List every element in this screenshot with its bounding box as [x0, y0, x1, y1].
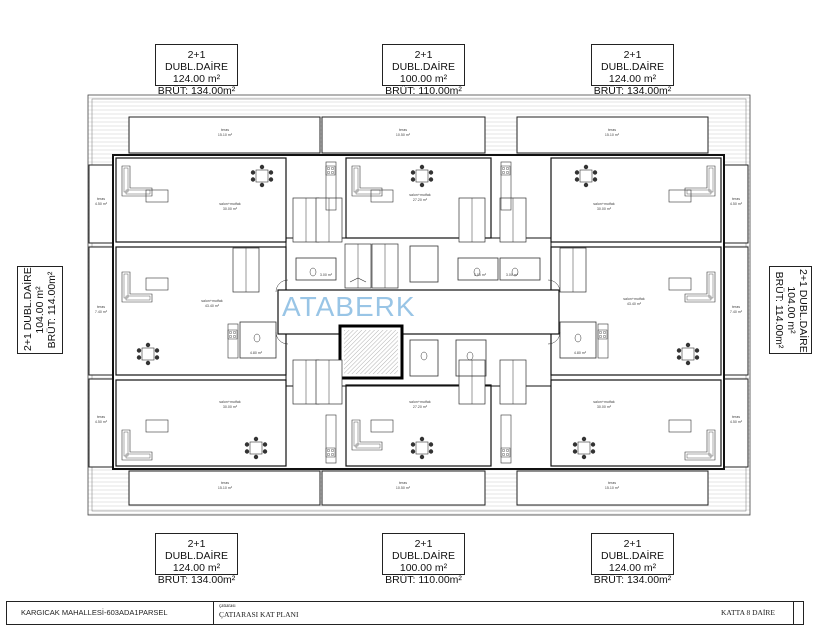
wc-right-area: 3.00 m²	[506, 273, 519, 277]
unit-box-top-right: 2+1 DUBL.DAİRE 124.00 m² BRÜT: 134.00m²	[591, 44, 674, 97]
floor-unit-count: KATTA 8 DAİRE	[721, 608, 775, 617]
salon-bottom-right-area: 30.00 m²	[597, 405, 612, 409]
title-divider	[213, 602, 214, 624]
terrace-bottom-right-area: 15.10 m²	[605, 486, 620, 490]
salon-top-left-area: 30.00 m²	[223, 207, 238, 211]
title-end-divider	[793, 602, 794, 624]
terrace-bottom-left-label: teras	[221, 481, 229, 485]
unit-gross-area: BRÜT: 134.00m²	[157, 85, 236, 97]
side-terrace-left-top-area: 4.50 m²	[95, 202, 108, 206]
terrace-top-left-area: 15.10 m²	[218, 133, 233, 137]
unit-net-area: 124.00 m²	[172, 73, 221, 85]
salon-top-right-label: salon+mutfak	[593, 202, 615, 206]
side-terrace-right-mid-label: teras	[732, 305, 740, 309]
salon-top-right-area: 30.00 m²	[597, 207, 612, 211]
salon-mid-left-label: salon+mutfak	[201, 299, 223, 303]
unit-net-area: 104.00 m²	[784, 286, 797, 334]
unit-box-top-mid: 2+1 DUBL.DAİRE 100.00 m² BRÜT: 110.00m²	[382, 44, 465, 97]
unit-box-bottom-right: 2+1 DUBL.DAİRE 124.00 m² BRÜT: 134.00m²	[591, 533, 674, 586]
wc-left-area: 3.00 m²	[320, 273, 333, 277]
unit-net-area: 104.00 m²	[34, 286, 46, 334]
title-block: KARGICAK MAHALLESİ-603ADA1PARSEL çatıara…	[6, 601, 804, 625]
unit-gross-area: BRÜT: 114.00m²	[46, 271, 58, 349]
unit-name: 2+1 DUBL.DAİRE	[391, 49, 455, 73]
salon-top-left-label: salon+mutfak	[219, 202, 241, 206]
sheet-small-label: çatıarası	[219, 604, 236, 609]
unit-box-bottom-left: 2+1 DUBL.DAİRE 124.00 m² BRÜT: 134.00m²	[155, 533, 238, 586]
salon-top-mid-label: salon+mutfak	[409, 193, 431, 197]
terrace-bottom-mid-area: 10.50 m²	[396, 486, 411, 490]
side-terrace-left-mid-label: teras	[97, 305, 105, 309]
unit-net-area: 124.00 m²	[608, 562, 657, 574]
unit-name: 2+1 DUBL.DAİRE	[164, 538, 228, 562]
unit-box-bottom-mid: 2+1 DUBL.DAİRE 100.00 m² BRÜT: 110.00m²	[382, 533, 465, 586]
terrace-bottom-left-area: 15.10 m²	[218, 486, 233, 490]
salon-bottom-left-area: 30.00 m²	[223, 405, 238, 409]
salon-bottom-mid-area: 27.20 m²	[413, 405, 428, 409]
side-terrace-right-mid-area: 7.40 m²	[730, 310, 743, 314]
side-terrace-right-top-area: 4.50 m²	[730, 202, 743, 206]
wc-mid-area: 3.00 m²	[474, 273, 487, 277]
salon-mid-left-area: 43.40 m²	[205, 304, 220, 308]
unit-gross-area: BRÜT: 134.00m²	[157, 574, 236, 586]
unit-gross-area: BRÜT: 134.00m²	[593, 574, 672, 586]
sheet-title: ÇATIARASI KAT PLANI	[219, 610, 299, 619]
salon-bottom-right-label: salon+mutfak	[593, 400, 615, 404]
terrace-top-mid-area: 10.50 m²	[396, 133, 411, 137]
side-terrace-left-top-label: teras	[97, 197, 105, 201]
side-terrace-right-bottom-area: 4.50 m²	[730, 420, 743, 424]
unit-name: 2+1 DUBL.DAİRE	[22, 267, 34, 351]
terrace-bottom-right-label: teras	[608, 481, 616, 485]
unit-name: 2+1 DUBL.DAİRE	[796, 269, 809, 353]
terrace-bottom-mid-label: teras	[399, 481, 407, 485]
side-terrace-right-top-label: teras	[732, 197, 740, 201]
salon-bottom-left-label: salon+mutfak	[219, 400, 241, 404]
unit-name: 2+1 DUBL.DAİRE	[391, 538, 455, 562]
terrace-top-right-label: teras	[608, 128, 616, 132]
side-terrace-left-mid-area: 7.40 m²	[95, 310, 108, 314]
unit-box-right: 2+1 DUBL.DAİRE 104.00 m² BRÜT: 114.00m²	[769, 266, 812, 354]
unit-gross-area: BRÜT: 110.00m²	[385, 574, 462, 586]
unit-net-area: 100.00 m²	[399, 73, 448, 85]
unit-net-area: 124.00 m²	[172, 562, 221, 574]
salon-bottom-mid-label: salon+mutfak	[409, 400, 431, 404]
side-terrace-left-bottom-area: 4.50 m²	[95, 420, 108, 424]
unit-box-left: 2+1 DUBL.DAİRE 104.00 m² BRÜT: 114.00m²	[17, 266, 63, 354]
salon-mid-right-area: 43.40 m²	[627, 302, 642, 306]
unit-net-area: 124.00 m²	[608, 73, 657, 85]
side-terrace-right-bottom-label: teras	[732, 415, 740, 419]
salon-top-mid-area: 27.20 m²	[413, 198, 428, 202]
bath-right-area: 4.80 m²	[574, 351, 587, 355]
watermark-logo: ATABERK	[282, 291, 416, 322]
unit-gross-area: BRÜT: 114.00m²	[772, 271, 785, 349]
unit-box-top-left: 2+1 DUBL.DAİRE 124.00 m² BRÜT: 134.00m²	[155, 44, 238, 97]
unit-net-area: 100.00 m²	[399, 562, 448, 574]
unit-gross-area: BRÜT: 134.00m²	[593, 85, 672, 97]
unit-name: 2+1 DUBL.DAİRE	[600, 49, 664, 73]
unit-name: 2+1 DUBL.DAİRE	[600, 538, 664, 562]
terrace-top-mid-label: teras	[399, 128, 407, 132]
unit-name: 2+1 DUBL.DAİRE	[164, 49, 228, 73]
terrace-top-left-label: teras	[221, 128, 229, 132]
salon-mid-right-label: salon+mutfak	[623, 297, 645, 301]
bath-left-area: 4.80 m²	[250, 351, 263, 355]
side-terrace-left-bottom-label: teras	[97, 415, 105, 419]
project-name: KARGICAK MAHALLESİ-603ADA1PARSEL	[21, 608, 168, 617]
unit-gross-area: BRÜT: 110.00m²	[385, 85, 462, 97]
terrace-top-right-area: 15.10 m²	[605, 133, 620, 137]
